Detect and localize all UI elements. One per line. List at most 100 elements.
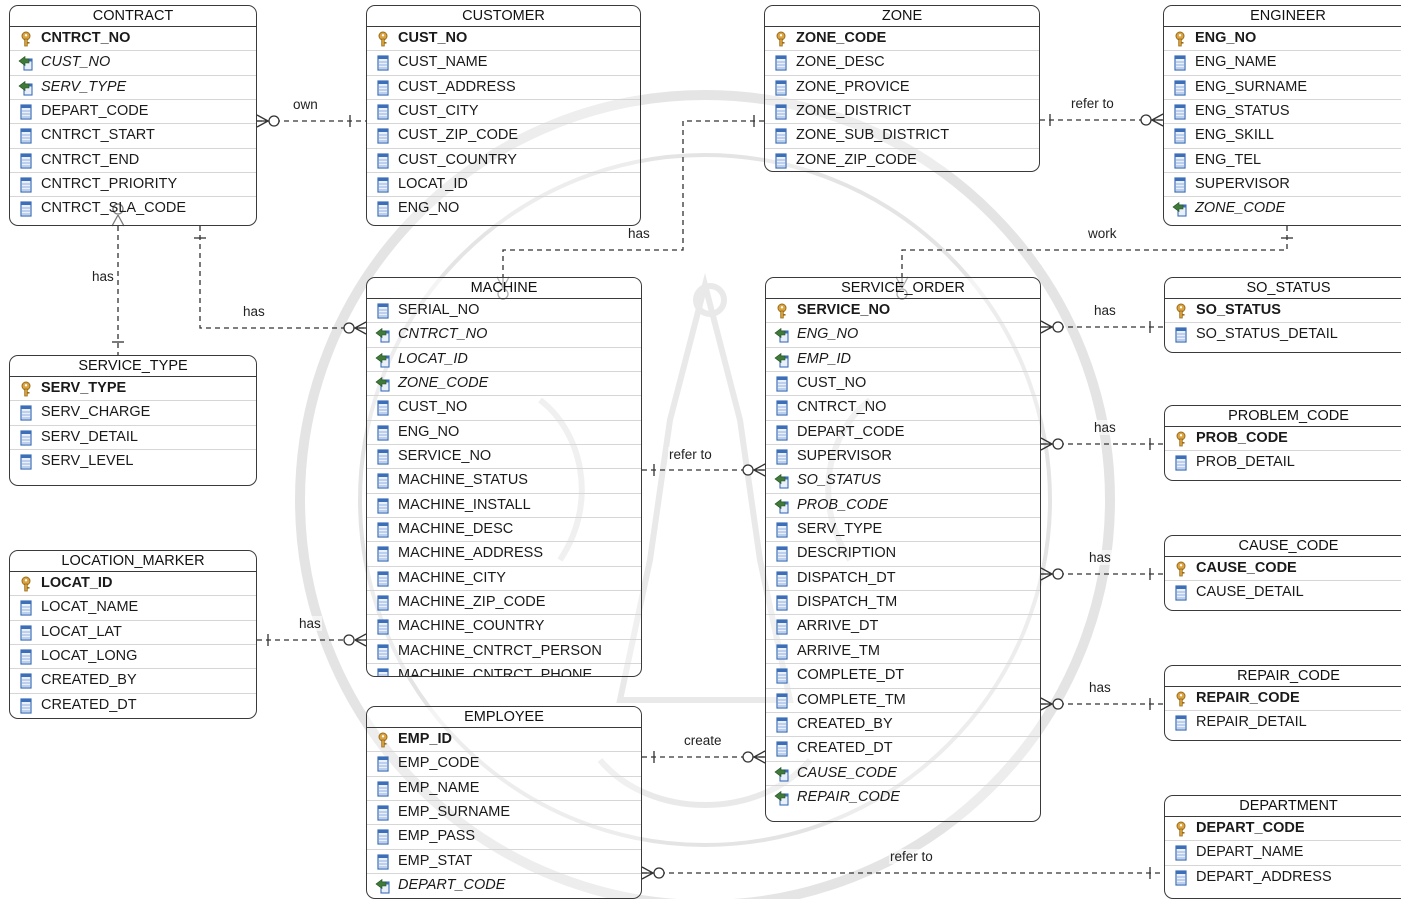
column-name: EMP_SURNAME	[398, 804, 510, 820]
entity-contract: CONTRACT CNTRCT_NO CUST_NO SERV_TYPE DEPART_…	[9, 5, 257, 226]
entity-column: ENG_NO	[1164, 27, 1401, 51]
column-name: CNTRCT_NO	[398, 326, 487, 342]
relationship-label: work	[1087, 226, 1118, 241]
entity-title: LOCATION_MARKER	[10, 551, 256, 572]
relationship-label: has	[1088, 680, 1112, 695]
column-name: ARRIVE_DT	[797, 618, 878, 634]
column-name: SO_STATUS	[797, 472, 881, 488]
column-name: CREATED_DT	[41, 697, 137, 713]
entity-column: ZONE_SUB_DISTRICT	[765, 124, 1039, 148]
entity-column: REPAIR_CODE	[766, 786, 1040, 809]
entity-location-marker: LOCATION_MARKER LOCAT_ID LOCAT_NAME LOCAT_L…	[9, 550, 257, 719]
entity-column: ENG_NAME	[1164, 51, 1401, 75]
entity-column: SO_STATUS_DETAIL	[1165, 323, 1401, 346]
column-name: DEPART_CODE	[797, 424, 904, 440]
entity-column: ZONE_DISTRICT	[765, 100, 1039, 124]
entity-column: MACHINE_INSTALL	[367, 494, 641, 518]
entity-column: MACHINE_CITY	[367, 567, 641, 591]
column-name: SO_STATUS	[1196, 302, 1281, 318]
column-name: SERVICE_NO	[797, 302, 890, 318]
entity-title: CAUSE_CODE	[1165, 536, 1401, 557]
entity-column: ZONE_CODE	[765, 27, 1039, 51]
entity-column: EMP_ID	[766, 348, 1040, 372]
entity-column: ENG_STATUS	[1164, 100, 1401, 124]
column-name: CUST_COUNTRY	[398, 152, 517, 168]
column-name: CAUSE_DETAIL	[1196, 584, 1304, 600]
column-name: EMP_PASS	[398, 828, 475, 844]
entity-cause-code: CAUSE_CODE CAUSE_CODE CAUSE_DETAIL	[1164, 535, 1401, 611]
entity-column: DESCRIPTION	[766, 542, 1040, 566]
column-name: MACHINE_CNTRCT_PERSON	[398, 643, 602, 659]
relationship-label: refer to	[889, 849, 934, 864]
column-name: PROB_CODE	[797, 497, 888, 513]
column-name: ZONE_CODE	[1195, 200, 1285, 216]
entity-column: SERV_CHARGE	[10, 401, 256, 425]
column-name: CNTRCT_NO	[797, 399, 886, 415]
entity-column: LOCAT_ID	[10, 572, 256, 596]
entity-column: MACHINE_COUNTRY	[367, 615, 641, 639]
column-name: DEPART_NAME	[1196, 844, 1303, 860]
column-name: CUST_CITY	[398, 103, 479, 119]
entity-column: DEPART_CODE	[367, 874, 641, 897]
entity-column: ENG_SKILL	[1164, 124, 1401, 148]
entity-column: DEPART_CODE	[10, 100, 256, 124]
entity-title: SO_STATUS	[1165, 278, 1401, 299]
column-name: LOCAT_ID	[41, 575, 112, 591]
entity-column: SERIAL_NO	[367, 299, 641, 323]
entity-column: SERV_TYPE	[10, 377, 256, 401]
column-name: MACHINE_COUNTRY	[398, 618, 544, 634]
entity-column: EMP_CODE	[367, 752, 641, 776]
entity-column: ENG_SURNAME	[1164, 76, 1401, 100]
entity-column: PROB_CODE	[766, 494, 1040, 518]
column-name: SO_STATUS_DETAIL	[1196, 326, 1338, 342]
entity-column: ZONE_DESC	[765, 51, 1039, 75]
entity-column: CUST_NO	[10, 51, 256, 75]
entity-column: DEPART_ADDRESS	[1165, 866, 1401, 889]
entity-column: SERV_TYPE	[10, 76, 256, 100]
column-name: CUST_ADDRESS	[398, 79, 516, 95]
column-name: DEPART_CODE	[1196, 820, 1305, 836]
column-name: DISPATCH_TM	[797, 594, 897, 610]
entity-column: CUST_NO	[766, 372, 1040, 396]
entity-title: PROBLEM_CODE	[1165, 406, 1401, 427]
column-name: PROB_CODE	[1196, 430, 1288, 446]
entity-column: CREATED_BY	[10, 669, 256, 693]
column-name: DEPART_CODE	[398, 877, 505, 893]
column-name: MACHINE_ADDRESS	[398, 545, 543, 561]
entity-column: CNTRCT_START	[10, 124, 256, 148]
relationship-label: has	[91, 269, 115, 284]
column-name: CUST_NO	[398, 30, 467, 46]
column-name: CNTRCT_NO	[41, 30, 130, 46]
entity-column: MACHINE_ADDRESS	[367, 542, 641, 566]
column-name: LOCAT_LAT	[41, 624, 122, 640]
column-name: SERV_TYPE	[797, 521, 882, 537]
column-name: SERV_TYPE	[41, 79, 126, 95]
entity-title: REPAIR_CODE	[1165, 666, 1401, 687]
column-name: SUPERVISOR	[1195, 176, 1290, 192]
entity-column: CUST_NO	[367, 396, 641, 420]
entity-column: SUPERVISOR	[766, 445, 1040, 469]
column-name: REPAIR_DETAIL	[1196, 714, 1307, 730]
column-name: SERIAL_NO	[398, 302, 479, 318]
entity-column: CUST_ZIP_CODE	[367, 124, 640, 148]
entity-problem-code: PROBLEM_CODEPROB_CODEPROB_DETAIL	[1164, 405, 1401, 481]
column-name: MACHINE_INSTALL	[398, 497, 531, 513]
column-name: CAUSE_CODE	[1196, 560, 1297, 576]
column-name: ENG_NO	[398, 424, 459, 440]
entity-title: SERVICE_ORDER	[766, 278, 1040, 299]
column-name: CNTRCT_END	[41, 152, 139, 168]
entity-column: MACHINE_CNTRCT_PHONE	[367, 664, 641, 677]
entity-column: DISPATCH_DT	[766, 567, 1040, 591]
column-name: MACHINE_STATUS	[398, 472, 528, 488]
entity-column: CNTRCT_NO	[766, 396, 1040, 420]
relationship-label: has	[242, 304, 266, 319]
entity-column: DEPART_CODE	[1165, 817, 1401, 841]
entity-column: ZONE_PROVICE	[765, 76, 1039, 100]
column-name: LOCAT_LONG	[41, 648, 137, 664]
column-name: LOCAT_NAME	[41, 599, 138, 615]
entity-title: CONTRACT	[10, 6, 256, 27]
column-name: CUST_NO	[398, 399, 467, 415]
